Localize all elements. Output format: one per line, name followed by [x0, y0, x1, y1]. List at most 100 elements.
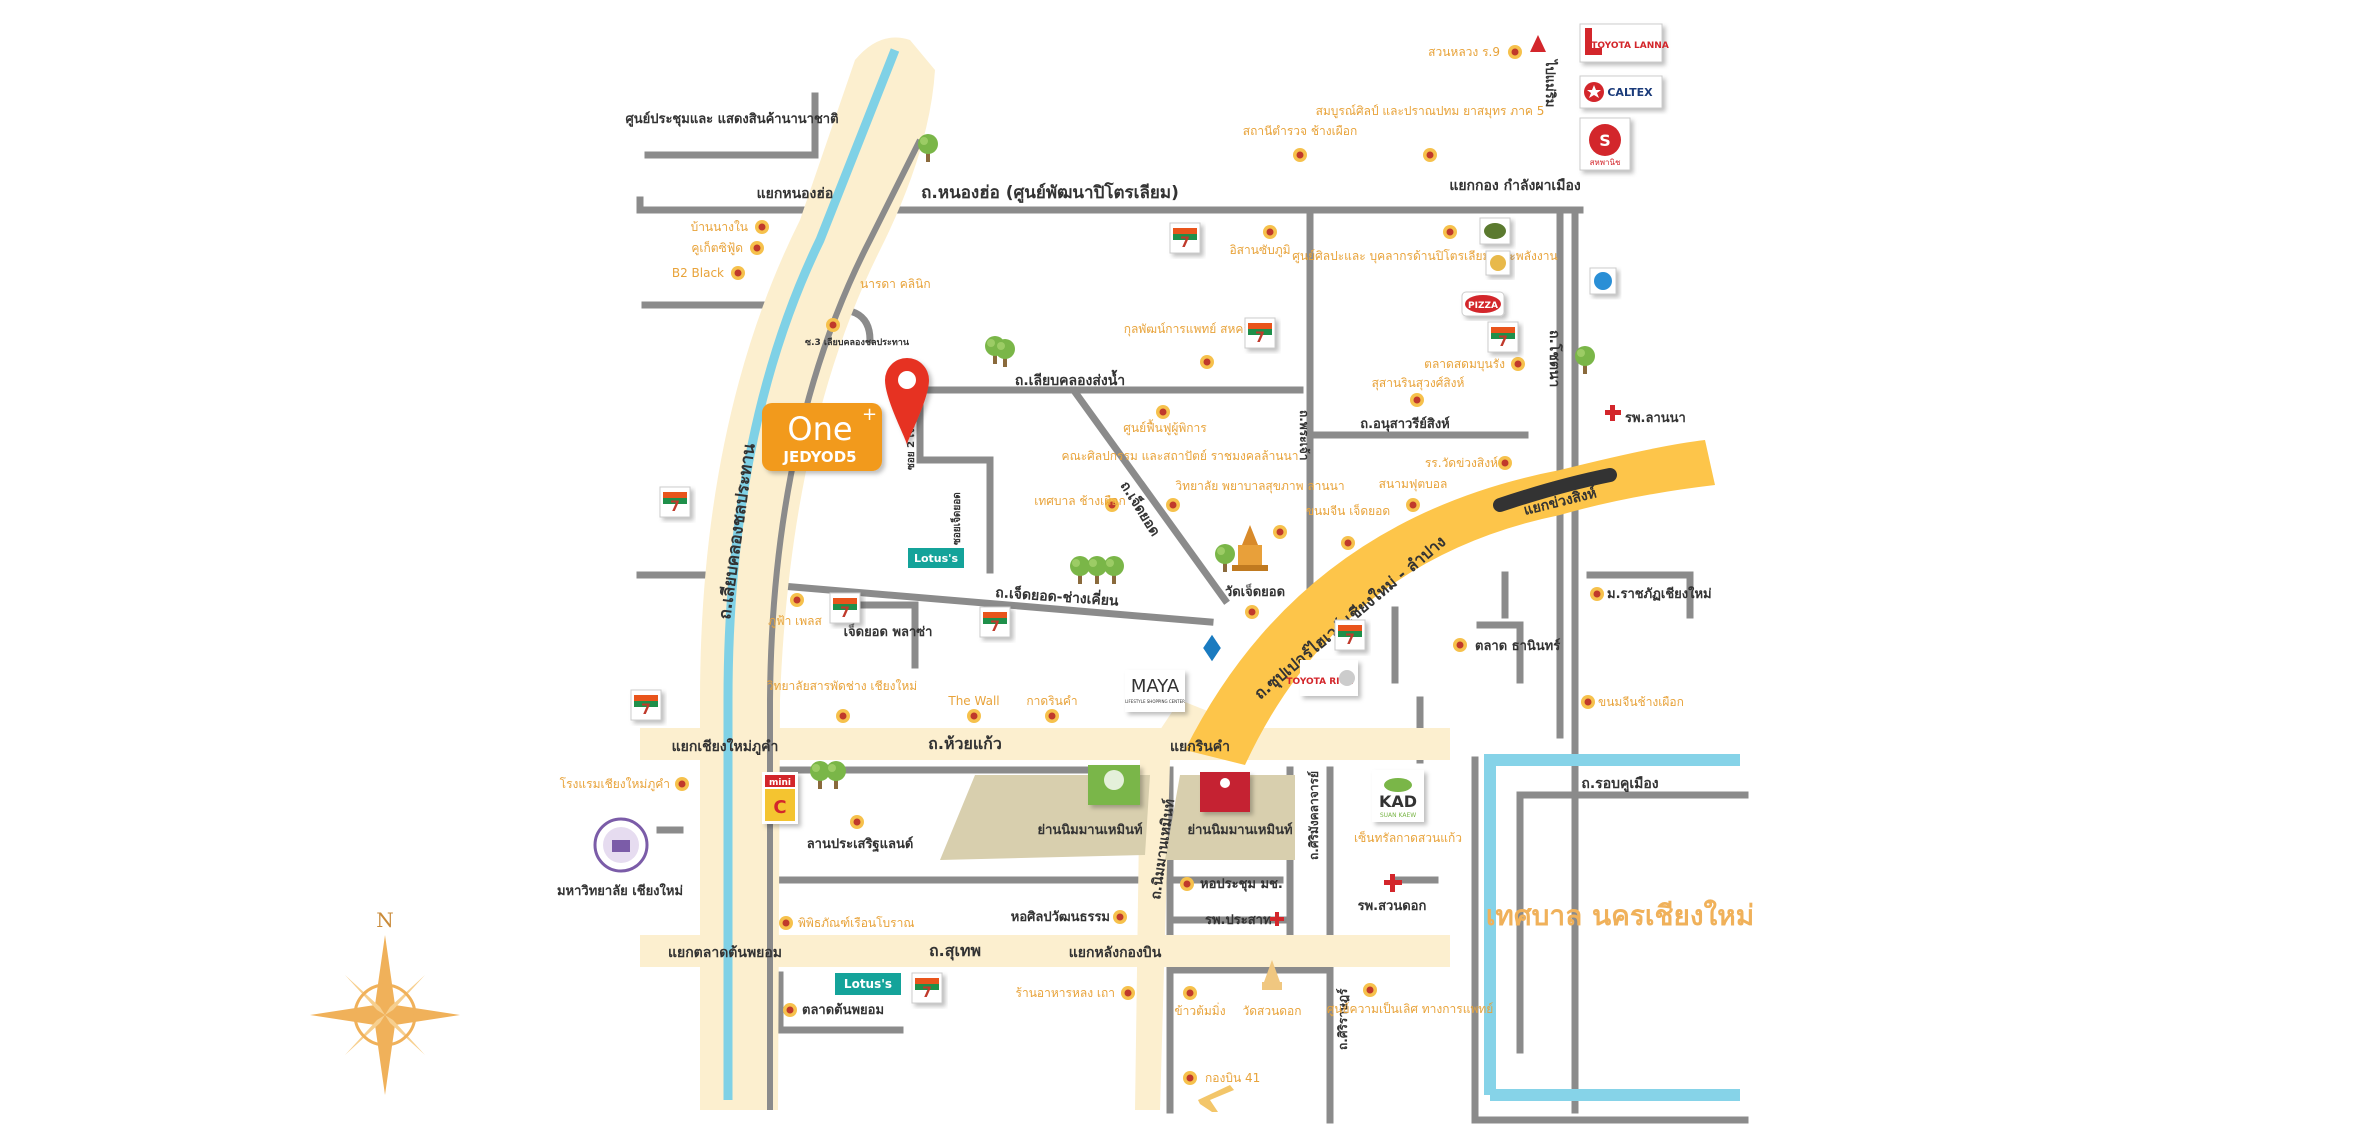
poi-ubon: อิสานซับภูมิ [1229, 243, 1290, 258]
poi-wat-jedyod: วัดเจ็ดยอด [1225, 582, 1285, 600]
road-huay-kaew: ถ.ห้วยแก้ว [928, 734, 1002, 753]
poi-cmu: มหาวิทยาลัย เชียงใหม่ [557, 882, 683, 899]
gas-station-icon [1200, 631, 1224, 665]
poi-kong-bin: กองบิน 41 [1205, 1071, 1260, 1085]
road-suthep: ถ.สุเทพ [929, 941, 981, 961]
poi-b2-black: B2 Black [672, 266, 724, 280]
poi-talad-sombun: ตลาดสดมบุนรัง [1424, 357, 1505, 372]
road-lieab-khlong-song-nam: ถ.เลียบคลองส่งน้ำ [1015, 369, 1125, 389]
junction-talad-ton-phayom: แยกตลาดต้นพยอม [668, 945, 782, 961]
svg-text:SUAN KAEW: SUAN KAEW [1380, 812, 1416, 819]
road-sirimangkhalachan: ถ.ศิริมังคลาจารย์ [1307, 771, 1321, 860]
svg-text:สหพานิช: สหพานิช [1590, 158, 1621, 167]
road-khotchasan: ถ.โชตนา [1546, 330, 1564, 387]
cmu-logo [593, 817, 649, 873]
poi-police: สถานีตำรวจ ช้างเผือก [1243, 124, 1357, 138]
poi-hotel: โรงแรมเชียงใหม่ภูคำ [560, 777, 670, 792]
junction-chiangmai-phukam: แยกเชียงใหม่ภูคำ [672, 737, 779, 755]
poi-chongsing: รร.วัดข่วงสิงห์ [1425, 456, 1498, 470]
road-ropkhumueang: ถ.รอบคูเมือง [1581, 776, 1658, 792]
poi-ranong: รพ.ลานนา [1625, 411, 1686, 426]
poi-khanom: ขนมจีนช้างเผือก [1598, 695, 1684, 709]
poi-lanprasert: ลานประเสริฐแลนด์ [807, 836, 914, 853]
road-nong-ho: ถ.หนองฮ่อ (ศูนย์พัฒนาปิโตรเลียม) [921, 182, 1179, 204]
road-sirirat: ถ.ศิริราษฎร์ [1336, 988, 1350, 1050]
junction-nong-ho: แยกหนองฮ่อ [757, 186, 834, 202]
bank-icon [1589, 267, 1617, 295]
road-phra-chao: ถ.พระเจ้า [1297, 410, 1311, 461]
brand-maya: MAYA LIFESTYLE SHOPPING CENTER [1125, 670, 1185, 712]
poi-samaki: เทศบาล ช้างเผือก [1034, 494, 1126, 508]
poi-mae-rim: ไปแม่ริม [1542, 58, 1559, 107]
city-moat [1484, 754, 1740, 1101]
location-pin-icon [885, 358, 929, 445]
poi-the-wall: The Wall [947, 694, 999, 708]
poi-kad-rin-kham: กาดรินคำ [1026, 694, 1077, 708]
poi-museum: พิพิธภัณฑ์เรือนโบราณ [798, 916, 914, 930]
poi-community-center: ศูนย์ศิลปะและ บุคลากรด้านปิโตรเลียม และพ… [1292, 249, 1557, 264]
junction-kong-kamlang: แยกกอง กำลังผาเมือง [1449, 178, 1581, 194]
svg-text:Lotus's: Lotus's [844, 977, 892, 991]
seven-icon [980, 607, 1010, 637]
poi-khao-tom: ข้าวต้มมิ่ง [1174, 1002, 1225, 1018]
compass-rose: N [310, 908, 460, 1095]
svg-text:mini: mini [769, 778, 791, 788]
poi-convention-1: ศูนย์ประชุมและ แสดงสินค้านานาชาติ [625, 111, 838, 127]
pagoda-icon [1262, 960, 1282, 990]
poi-kad-suan-kaew: เซ็นทรัลกาดสวนแก้ว [1354, 830, 1462, 845]
poi-one-nimman: ย่านนิมมานเหมินท์ [1187, 822, 1292, 838]
poi-suan-rin: สุสานรินสุวงศ์สิงห์ [1372, 376, 1465, 391]
road-soi-jedyod: ซอยเจ็ดยอด [949, 492, 963, 545]
svg-text:PIZZA: PIZZA [1468, 301, 1498, 311]
hospital-icon-prasat [1270, 912, 1284, 926]
poi-disability: ศูนย์ฟื้นฟูผู้พิการ [1123, 419, 1207, 436]
seven-icon [1488, 322, 1518, 352]
poi-labels: ศูนย์ประชุมและ แสดงสินค้านานาชาติ บ้านนา… [560, 45, 1712, 1085]
brand-lotus-jedyod: Lotus's [908, 548, 964, 568]
red-arrow-icon [1530, 35, 1546, 52]
svg-text:C: C [773, 797, 786, 818]
poi-art-center: หอศิลปวัฒนธรรม [1011, 910, 1110, 925]
poi-talad-ton: ตลาดต้นพยอม [802, 1002, 884, 1018]
poi-talad-thanin: ตลาด ธานินทร์ [1475, 638, 1560, 654]
brand-pizza: PIZZA [1461, 291, 1505, 317]
poi-kulmanit: กุลพัฒน์การแพทย์ สหคลินิก [1124, 322, 1267, 337]
city-label: เทศบาล นครเชียงใหม่ [1486, 899, 1754, 932]
seven-icon [660, 487, 690, 517]
poi-pubfah: ภูฟ้า เพลส [768, 614, 822, 629]
poi-conference: หอประชุม มช. [1200, 877, 1283, 892]
svg-text:CALTEX: CALTEX [1607, 86, 1653, 99]
junction-lang-kong-bin: แยกหลังกองบิน [1069, 945, 1162, 961]
seven-icon [912, 973, 942, 1003]
road-soi-3: ซ.3 เลียบคลองชลประทาน [805, 337, 910, 348]
one-nimman-icon [1200, 772, 1250, 812]
brand-lotus-suthep: Lotus's [835, 973, 901, 995]
brand-toyota-lanna: TOYOTA LANNA [1579, 23, 1669, 63]
seven-icon [1335, 620, 1365, 650]
svg-text:MAYA: MAYA [1131, 676, 1180, 697]
poi-rajabhat: ม.ราชภัฏเชียงใหม่ [1607, 585, 1712, 602]
svg-text:TOYOTA LANNA: TOYOTA LANNA [1591, 41, 1669, 51]
poi-tech-vocational: วิทยาลัย พยาบาลสุขภาพ ลานนา [1175, 479, 1344, 494]
brand-toyota-rich: TOYOTA RICH [1286, 660, 1358, 696]
junction-rin-kham: แยกรินคำ [1170, 739, 1230, 755]
poi-ran-aharn: ร้านอาหารหลง เถา [1016, 986, 1115, 1000]
poi-kor-ket: คูเก็ตซิฟู้ด [691, 240, 743, 256]
seven-icon [631, 690, 661, 720]
brand-mini-big-c: mini C [762, 772, 798, 824]
seven-icon [1245, 318, 1275, 348]
poi-ban-nangjai: บ้านนางใน [691, 220, 748, 234]
poi-raj-mongkol: คณะศิลปกรรม และสถาปัตย์ ราชมงคลล้านนา [1062, 449, 1299, 463]
compass-north: N [376, 908, 394, 932]
svg-text:LIFESTYLE SHOPPING CENTER: LIFESTYLE SHOPPING CENTER [1125, 699, 1185, 704]
svg-text:KAD: KAD [1379, 792, 1417, 811]
brand-kad-suan-kaew: KAD SUAN KAEW [1372, 770, 1424, 822]
temple-icon [1232, 525, 1268, 571]
poi-sanam: สนามฟุตบอล [1379, 477, 1448, 492]
svg-text:Lotus's: Lotus's [914, 552, 959, 565]
svg-text:TOYOTA RICH: TOYOTA RICH [1286, 677, 1353, 687]
poi-raj-phat: วิทยาลัยสารพัดช่าง เชียงใหม่ [767, 679, 918, 693]
project-brand: One [787, 410, 852, 448]
airplane-icon [1198, 1085, 1234, 1112]
poi-prasat: รพ.ประสาท [1205, 913, 1272, 928]
